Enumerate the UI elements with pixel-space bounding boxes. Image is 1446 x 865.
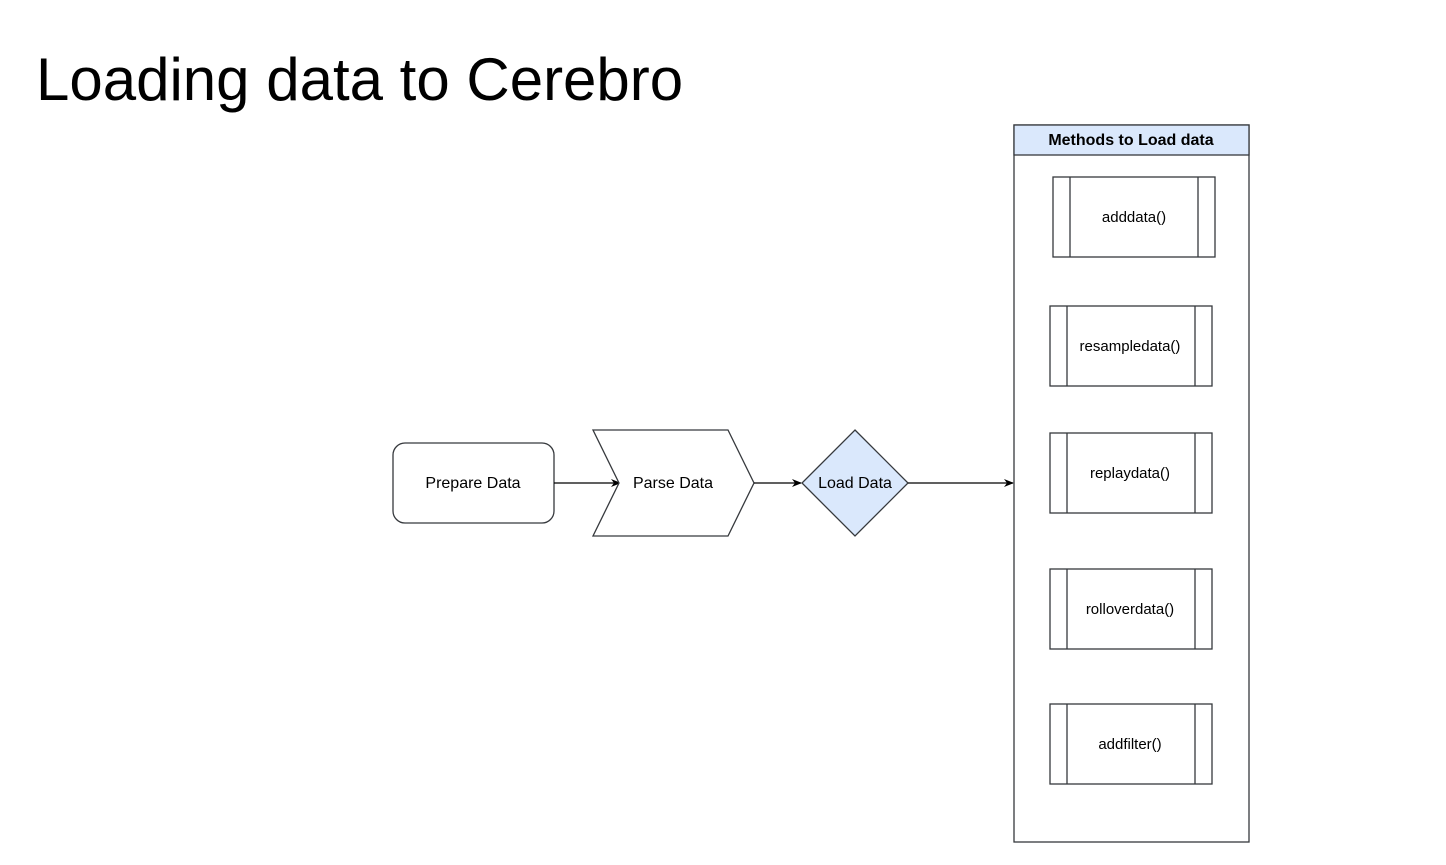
page-title: Loading data to Cerebro [36,46,684,113]
load-data-node: Load Data [801,429,909,537]
methods-panel-header [1013,124,1250,156]
method-item-resampledata: resampledata() [1049,305,1213,387]
method-label: rolloverdata() [1086,601,1174,618]
method-item-replaydata: replaydata() [1049,432,1213,514]
parse-data-node: Parse Data [591,429,755,537]
method-item-rolloverdata: rolloverdata() [1049,568,1213,650]
parse-data-label: Parse Data [633,475,713,492]
methods-panel-title: Methods to Load data [1048,132,1213,149]
method-item-adddata: adddata() [1052,176,1216,258]
method-label: adddata() [1102,209,1166,226]
prepare-data-label: Prepare Data [425,475,520,492]
method-label: replaydata() [1090,465,1170,482]
prepare-data-node: Prepare Data [392,442,555,524]
method-label: resampledata() [1080,338,1181,355]
load-data-label: Load Data [818,475,892,492]
method-item-addfilter: addfilter() [1049,703,1213,785]
method-label: addfilter() [1098,736,1161,753]
